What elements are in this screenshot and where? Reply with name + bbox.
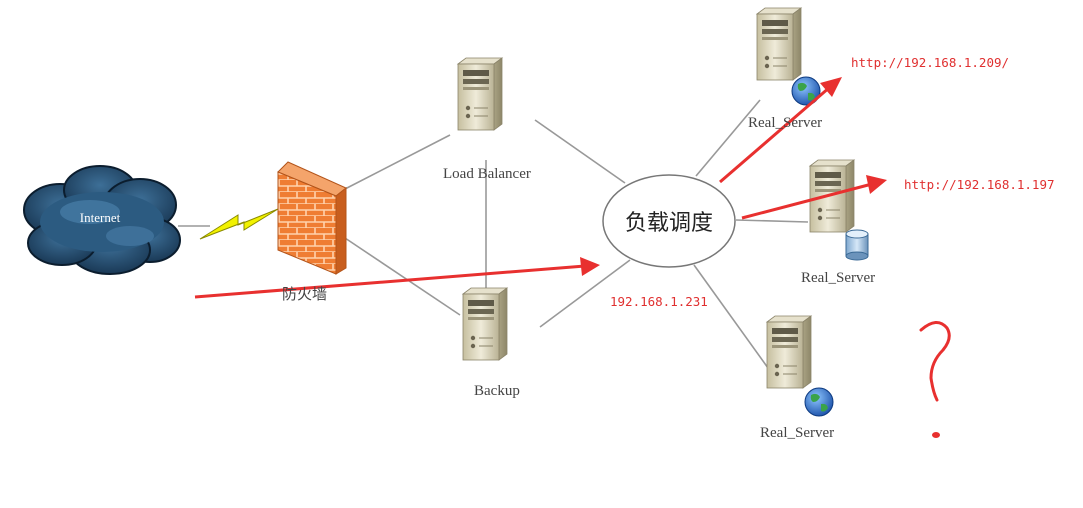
link-backup-hub — [539, 259, 631, 328]
link-hub-rs3 — [693, 264, 769, 369]
firewall-label: 防火墙 — [282, 287, 328, 303]
backup-server-icon — [462, 287, 508, 361]
url-annotation-2: http://192.168.1.197 — [904, 177, 1055, 192]
database-icon — [845, 229, 869, 261]
scheduler-label: 负载调度 — [624, 211, 713, 236]
real-server-3-label: Real_Server — [760, 425, 835, 441]
real-server-3-icon — [766, 315, 812, 389]
question-mark-icon — [919, 321, 951, 438]
arrow-to-rs2 — [741, 182, 873, 220]
arrow-to-vip — [194, 264, 586, 299]
link-hub-rs1 — [695, 99, 761, 177]
link-lb-hub — [534, 119, 626, 184]
arrowhead-icon — [580, 257, 600, 276]
arrowhead-icon — [820, 77, 842, 97]
link-firewall-backup — [344, 237, 461, 316]
scheduler-ellipse — [602, 174, 736, 268]
internet-label: Internet — [80, 210, 121, 225]
firewall-icon — [277, 161, 347, 275]
arrowhead-icon — [866, 175, 887, 194]
url-annotation-1: http://192.168.1.209/ — [851, 55, 1010, 70]
link-hub-rs2 — [735, 219, 809, 223]
arrow-to-rs1 — [719, 85, 831, 184]
lightning-icon — [199, 208, 279, 240]
backup-label: Backup — [474, 383, 520, 399]
connection-lines — [178, 99, 809, 369]
real-server-1-icon — [756, 7, 802, 81]
internet-cloud-icon — [23, 165, 181, 275]
link-firewall-lb — [344, 134, 451, 190]
globe-icon — [791, 76, 821, 106]
load-balancer-label: Load Balancer — [443, 166, 531, 182]
real-server-2-label: Real_Server — [801, 270, 876, 286]
load-balancer-server-icon — [457, 57, 503, 131]
globe-icon — [804, 387, 834, 417]
real-server-1-label: Real_Server — [748, 115, 823, 131]
vip-annotation: 192.168.1.231 — [610, 294, 708, 309]
annotation-arrows — [194, 77, 887, 299]
